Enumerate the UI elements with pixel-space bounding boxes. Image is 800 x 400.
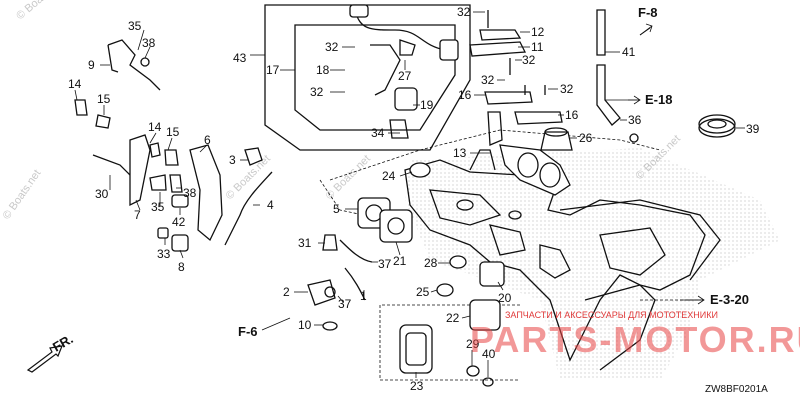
label-32-a: 32: [325, 40, 339, 54]
label-24: 24: [382, 169, 396, 183]
breather-tube-41: [596, 9, 606, 56]
label-12: 12: [531, 25, 545, 39]
parts-motor-watermark: ЗАПЧАСТИ И АКСЕССУАРЫ ДЛЯ МОТОТЕХНИКИ PA…: [470, 310, 800, 360]
label-17: 17: [266, 63, 280, 77]
label-38-b: 38: [183, 186, 197, 200]
label-37-b: 37: [338, 297, 352, 311]
rod-4: [224, 171, 273, 246]
label-21: 21: [393, 254, 407, 268]
label-5: 5: [333, 202, 340, 216]
lower-left-parts: [307, 234, 373, 331]
label-22: 22: [446, 311, 460, 325]
assembly-13: [487, 111, 571, 196]
grommet-39: [698, 114, 736, 138]
ru-caption: ЗАПЧАСТИ И АКСЕССУАРЫ ДЛЯ МОТОТЕХНИКИ: [505, 310, 718, 320]
label-31: 31: [298, 236, 312, 250]
label-37: 37: [378, 257, 392, 271]
label-39: 39: [746, 122, 760, 136]
clip-3: [244, 147, 263, 166]
label-15: 15: [97, 92, 111, 106]
dashed-guide-1: [329, 129, 661, 181]
gaskets: [357, 197, 505, 374]
label-14-b: 14: [148, 120, 162, 134]
label-32-d: 32: [522, 53, 536, 67]
leader-lines: [74, 11, 745, 378]
ref-e18-arrow: [628, 95, 641, 105]
label-38: 38: [142, 36, 156, 50]
label-11: 11: [531, 40, 544, 54]
watermark-text-2: © Boats.net: [14, 0, 66, 22]
group-outline-17: [294, 24, 456, 131]
ref-e320-arrow: [686, 295, 705, 305]
reference-callouts: F-8 E-18 E-3-20 F-6: [238, 5, 749, 339]
part-number-labels: 35 38 9 14 15 43 17 32 18 32 34 27 19 32…: [68, 5, 760, 393]
ref-f6: F-6: [238, 324, 258, 339]
watermark-text-1: © Boats.net: [1, 168, 44, 222]
group-outline-43: [264, 4, 471, 151]
breather-tube-lower: [596, 64, 621, 126]
label-26: 26: [579, 131, 593, 145]
ref-f8: F-8: [638, 5, 658, 20]
label-16-a: 16: [458, 88, 472, 102]
label-27: 27: [398, 69, 412, 83]
label-23: 23: [410, 379, 424, 393]
label-1: 1: [360, 289, 367, 303]
label-42: 42: [172, 215, 186, 229]
label-35: 35: [128, 19, 142, 33]
label-34: 34: [371, 126, 385, 140]
label-30: 30: [95, 187, 109, 201]
label-40: 40: [482, 347, 496, 361]
ru-logo: PARTS-MOTOR.RU: [470, 319, 800, 360]
label-14: 14: [68, 77, 82, 91]
ref-f8-arrow: [639, 23, 653, 36]
small-fittings: [409, 133, 639, 387]
label-10: 10: [298, 318, 312, 332]
label-18: 18: [316, 63, 330, 77]
label-6: 6: [204, 133, 211, 147]
label-43: 43: [233, 51, 247, 65]
label-29: 29: [466, 337, 480, 351]
label-2: 2: [283, 285, 290, 299]
label-32-f: 32: [560, 82, 574, 96]
label-8: 8: [178, 260, 185, 274]
cap-26: [540, 127, 573, 151]
label-33: 33: [157, 247, 171, 261]
label-35-b: 35: [151, 200, 165, 214]
label-36: 36: [628, 113, 642, 127]
dashed-guide-2: [319, 179, 411, 226]
label-28: 28: [424, 256, 438, 270]
linkage-6-7: [74, 99, 223, 252]
dashed-guide-3: [379, 304, 520, 381]
label-41: 41: [622, 45, 636, 59]
label-7: 7: [134, 208, 141, 222]
label-9: 9: [88, 58, 95, 72]
label-16-b: 16: [565, 108, 579, 122]
wire-harness: [349, 4, 459, 139]
label-3: 3: [229, 153, 236, 167]
watermark-text-4: © Boats.net: [324, 153, 373, 202]
label-32-e: 32: [481, 73, 495, 87]
front-direction-arrow: FR.: [26, 331, 76, 373]
label-13: 13: [453, 146, 467, 160]
label-32-c: 32: [457, 5, 471, 19]
label-20: 20: [498, 291, 512, 305]
label-15-b: 15: [166, 125, 180, 139]
upper-brackets: [469, 10, 563, 125]
label-4: 4: [267, 198, 274, 212]
ref-e18: E-18: [645, 92, 672, 107]
ref-e320: E-3-20: [710, 292, 749, 307]
label-32-b: 32: [310, 85, 324, 99]
label-19: 19: [420, 98, 434, 112]
diagram-code: ZW8BF0201A: [705, 384, 768, 395]
label-25: 25: [416, 285, 430, 299]
